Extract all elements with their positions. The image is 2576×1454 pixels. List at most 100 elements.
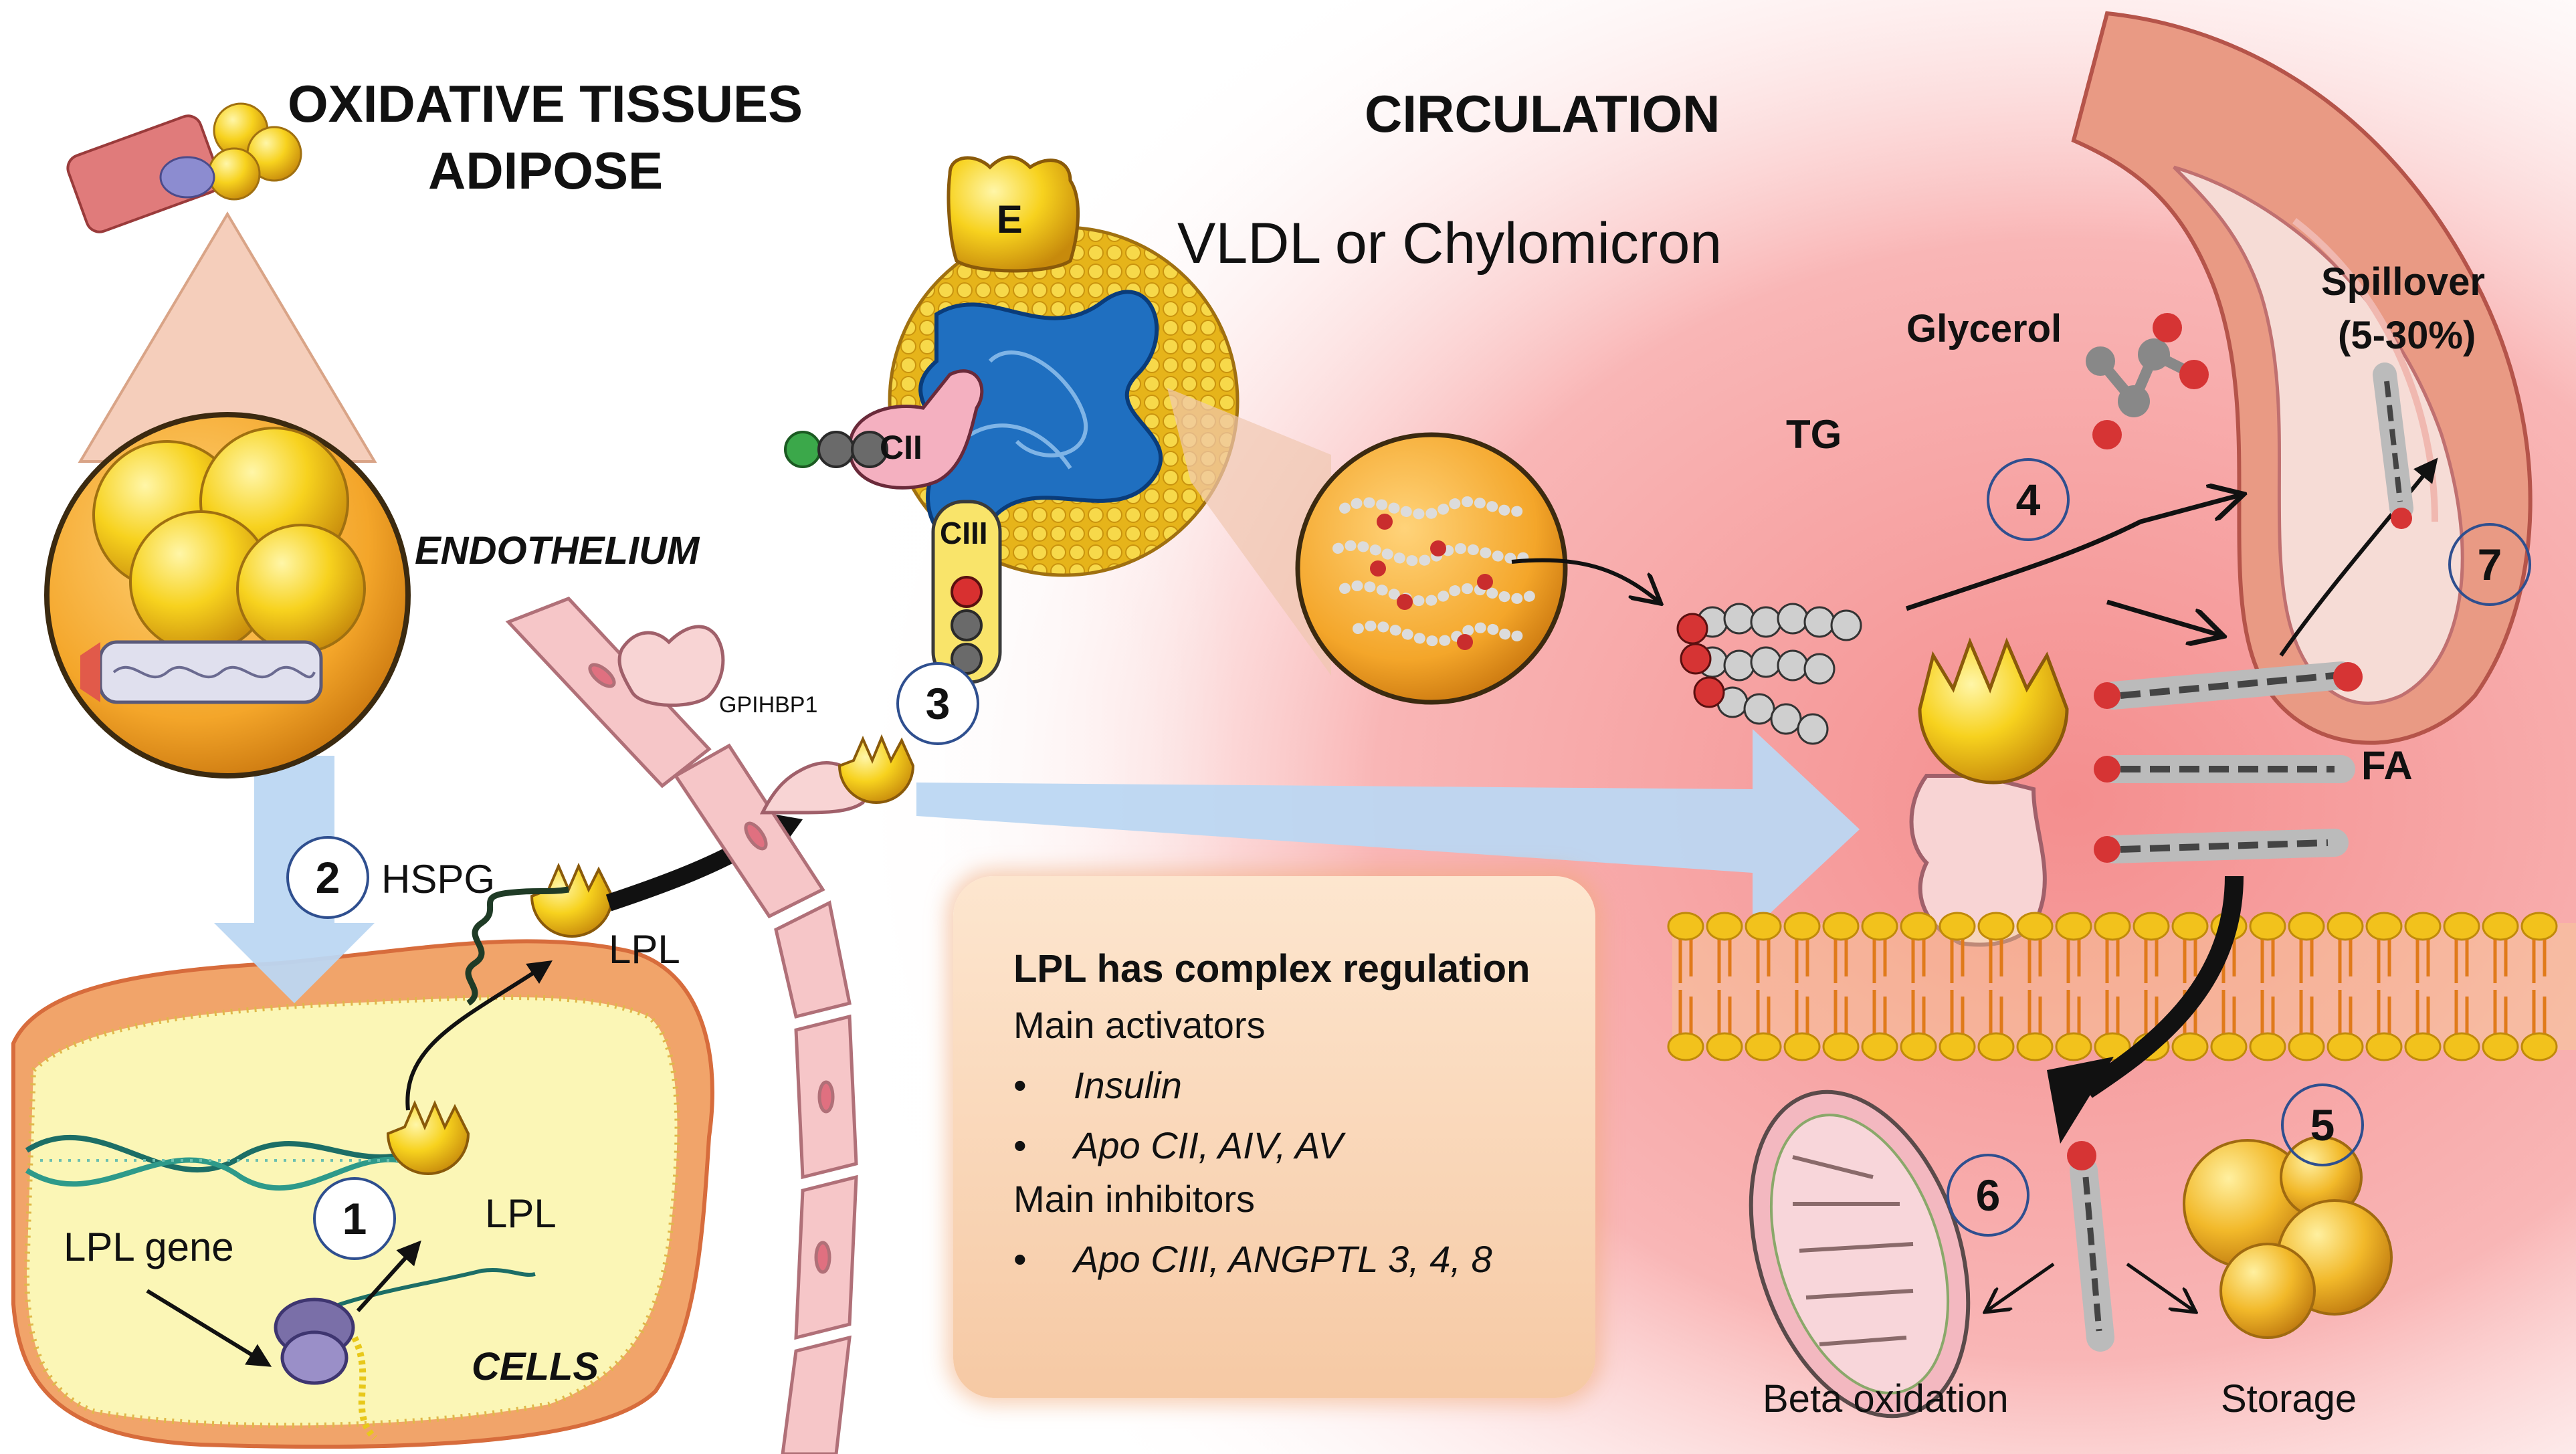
lipid-head <box>2326 912 2364 941</box>
lipid-head <box>2365 1032 2403 1061</box>
lipid-head <box>1822 1032 1860 1061</box>
lipid-head <box>1783 912 1821 941</box>
lipid-head <box>2288 1032 2325 1061</box>
lipid-tail <box>2454 940 2469 1033</box>
lipid-tail <box>2144 940 2159 1033</box>
lipid-head <box>1745 1032 1782 1061</box>
label-gpihbp1: GPIHBP1 <box>719 692 818 718</box>
lipid-tail <box>1717 940 1732 1033</box>
dna-helix <box>25 1134 430 1191</box>
label-endothelium: ENDOTHELIUM <box>415 529 700 573</box>
lipid-head <box>1939 1032 1976 1061</box>
inhibitor-list: Apo CIII, ANGPTL 3, 4, 8 <box>1074 1238 1492 1280</box>
tg-molecule <box>1676 603 1862 745</box>
lipid-tail <box>1756 940 1771 1033</box>
arrow-fa-to-oxidation <box>1987 1262 2055 1311</box>
step-7: 7 <box>2448 523 2531 606</box>
lipid-head <box>2094 912 2131 941</box>
lipid-tail <box>2415 940 2430 1033</box>
mrna-strand <box>320 1268 536 1313</box>
step-1: 1 <box>313 1177 396 1260</box>
activators-heading: Main activators <box>1013 1004 1266 1046</box>
lipid-tail <box>2027 940 2042 1033</box>
lipid-head <box>2016 1032 2054 1061</box>
lipid-head <box>2055 1032 2092 1061</box>
lipid-head <box>1706 912 1743 941</box>
label-apo-cii: CII <box>880 429 922 466</box>
lipid-tail <box>2299 940 2314 1033</box>
title-adipose: ADIPOSE <box>428 141 664 200</box>
arrow-to-spillover <box>2279 457 2438 657</box>
lipid-head <box>1977 912 2015 941</box>
lipid-head <box>2482 1032 2519 1061</box>
label-glycerol: Glycerol <box>1906 307 2062 350</box>
lipid-head <box>2133 912 2170 941</box>
apo-e <box>947 155 1080 273</box>
lipid-tail <box>2338 940 2353 1033</box>
arrow-to-fa <box>2106 599 2221 635</box>
lipid-tail <box>1795 940 1809 1033</box>
lipid-head <box>1745 912 1782 941</box>
label-lpl-hspg: LPL <box>609 927 680 972</box>
ribosome <box>274 1297 377 1441</box>
lipid-head <box>1900 912 1937 941</box>
lipid-head <box>2249 912 2286 941</box>
arrow-gene-to-ribosome <box>146 1289 272 1367</box>
inhibitors-heading: Main inhibitors <box>1013 1178 1256 1220</box>
lipid-head <box>2210 1032 2248 1061</box>
lipid-head <box>2055 912 2092 941</box>
fa-intracellular <box>2067 1141 2114 1352</box>
activator-apo: Apo CII, AIV, AV <box>1074 1124 1343 1166</box>
lipid-head <box>1977 1032 2015 1061</box>
lipid-tail <box>1834 940 1848 1033</box>
hspg-chain <box>465 886 569 1006</box>
lipid-tail <box>1950 940 1965 1033</box>
lipid-tail <box>2105 940 2120 1033</box>
apo-cii <box>784 369 984 490</box>
bullet-1: • <box>1013 1064 1027 1106</box>
lipid-head <box>1861 912 1898 941</box>
activator-insulin: Insulin <box>1074 1064 1182 1106</box>
lipid-head <box>2171 912 2209 941</box>
lipid-tail <box>2493 940 2508 1033</box>
endothelium-cells <box>505 597 858 1454</box>
lipid-tail <box>2532 940 2547 1033</box>
vldl-particle <box>888 225 1240 577</box>
fa-spillover <box>2373 362 2413 529</box>
label-cells: CELLS <box>472 1345 599 1388</box>
lipid-tail <box>2183 940 2197 1033</box>
label-hspg: HSPG <box>381 857 496 902</box>
cell-membrane <box>1667 912 2576 1061</box>
bullet-2: • <box>1013 1124 1027 1166</box>
lipid-head <box>1861 1032 1898 1061</box>
lpl-protein-hspg <box>530 862 614 938</box>
label-fa: FA <box>2361 743 2413 788</box>
label-apo-ciii: CIII <box>940 516 988 550</box>
lipid-head <box>1667 1032 1704 1061</box>
lipid-head <box>2094 1032 2131 1061</box>
step-4: 4 <box>1987 458 2070 541</box>
apo-ciii <box>931 500 1002 684</box>
lipid-head <box>1822 912 1860 941</box>
title-oxidative-tissues: OXIDATIVE TISSUES <box>288 74 803 133</box>
label-apo-e: E <box>997 198 1023 241</box>
bullet-3: • <box>1013 1238 1027 1280</box>
arrow-lpl-to-membrane <box>916 729 1860 930</box>
step-5: 5 <box>2281 1083 2364 1166</box>
blood-vessel <box>2071 11 2533 745</box>
fa-molecules <box>2094 661 2363 863</box>
lipid-head <box>2443 912 2480 941</box>
zoom-cone-tg <box>1167 388 1331 676</box>
arrow-translation <box>356 1240 421 1313</box>
lipid-head <box>1783 1032 1821 1061</box>
lipid-head <box>2520 1032 2558 1061</box>
lpl-protein-cell <box>386 1100 470 1175</box>
label-spillover-pct: (5-30%) <box>2338 314 2476 357</box>
lipid-head <box>2249 1032 2286 1061</box>
lipid-tail <box>2066 940 2081 1033</box>
title-circulation: CIRCULATION <box>1365 84 1720 143</box>
lipid-head <box>2326 1032 2364 1061</box>
step-2: 2 <box>286 836 369 919</box>
lipid-head <box>2443 1032 2480 1061</box>
arrow-lpl-secretion <box>405 960 553 1111</box>
